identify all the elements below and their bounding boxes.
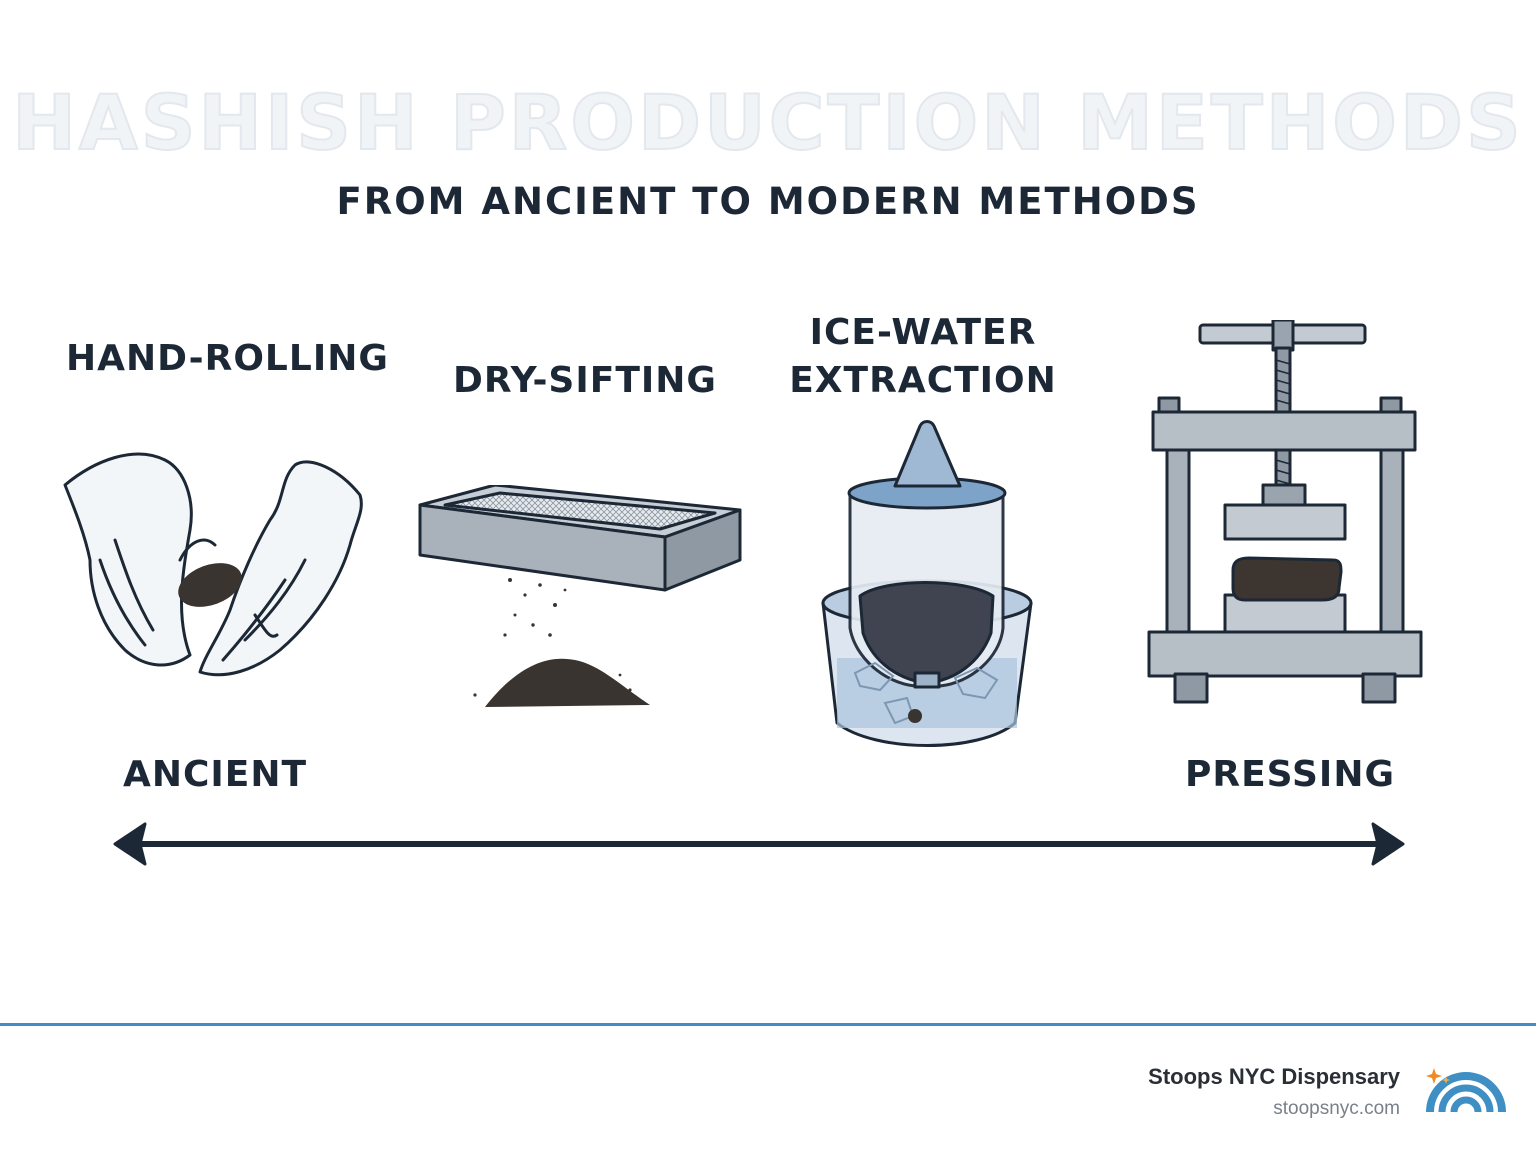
hands-rolling-icon bbox=[63, 452, 363, 677]
brand-name: Stoops NYC Dispensary bbox=[1148, 1064, 1400, 1089]
rainbow-logo-icon bbox=[1426, 1068, 1506, 1113]
method-label-hand-rolling: HAND-ROLLING bbox=[66, 338, 389, 379]
timeline-start-label: ANCIENT bbox=[122, 754, 308, 795]
method-label-dry-sifting: DRY-SIFTING bbox=[453, 360, 717, 401]
method-label-ice-water-line1: ICE-WATER bbox=[809, 312, 1037, 353]
ice-water-bucket-icon bbox=[821, 420, 1033, 747]
brand-url: stoopsnyc.com bbox=[1273, 1098, 1400, 1119]
sifting-screen-icon bbox=[418, 485, 742, 707]
method-label-pressing: PRESSING bbox=[1184, 754, 1395, 795]
footer-divider bbox=[0, 1023, 1536, 1026]
method-label-ice-water-line2: EXTRACTION bbox=[789, 360, 1057, 401]
hash-press-icon bbox=[1147, 320, 1423, 704]
page-title: HASHISH PRODUCTION METHODS bbox=[11, 77, 1524, 168]
double-arrow-icon bbox=[113, 822, 1405, 866]
page-subtitle: FROM ANCIENT TO MODERN METHODS bbox=[336, 180, 1200, 223]
